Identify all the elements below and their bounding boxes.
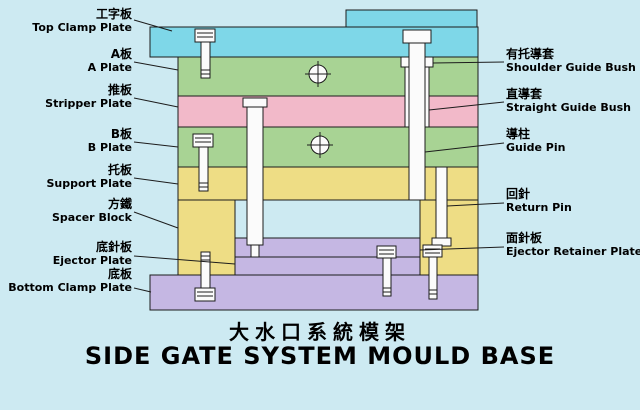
label-support-plate-en: Support Plate [46,177,132,190]
label-ejector-retainer-plate: 面針板 Ejector Retainer Plate [506,231,640,259]
label-b-plate: B板 B Plate [87,127,132,155]
label-return-pin-en: Return Pin [506,201,572,214]
label-a-plate-en: A Plate [87,61,132,74]
label-stripper-plate-cn: 推板 [107,83,132,97]
leader-guide-pin [424,142,505,153]
top-step-plate-shape [345,9,478,28]
label-bottom-clamp-plate-en: Bottom Clamp Plate [8,281,132,294]
label-ejector-plate-cn: 底針板 [95,240,132,254]
label-stripper-plate-en: Stripper Plate [45,97,132,110]
diagram-title-chinese: 大水口系統模架 [229,320,411,344]
label-bottom-clamp-plate: 底板 Bottom Clamp Plate [8,267,132,295]
label-straight-guide-bush: 直導套 Straight Guide Bush [506,87,631,115]
label-top-clamp-plate-cn: 工字板 [95,7,132,21]
label-spacer-block-en: Spacer Block [51,211,132,224]
label-top-clamp-plate-en: Top Clamp Plate [32,21,132,34]
leader-shoulder-guide-bush [432,61,505,64]
diagram-title-english: SIDE GATE SYSTEM MOULD BASE [84,342,556,370]
center-column-tip-shape [250,244,260,258]
label-guide-pin-cn: 導柱 [506,127,531,141]
label-a-plate: A板 A Plate [87,47,132,75]
label-ejector-retainer-plate-en: Ejector Retainer Plate [506,245,640,258]
label-straight-guide-bush-en: Straight Guide Bush [506,101,631,114]
screw-bottom-right [422,244,443,300]
label-ejector-retainer-plate-cn: 面針板 [506,231,543,245]
guide-pin-shaft-shape [408,42,426,201]
leader-straight-guide-bush [428,101,505,111]
label-guide-pin: 導柱 Guide Pin [506,127,566,155]
leader-bottom-clamp-plate [133,287,152,293]
label-top-clamp-plate: 工字板 Top Clamp Plate [32,7,132,35]
label-spacer-block-cn: 方鐵 [107,197,132,211]
leader-support-plate [133,177,179,185]
label-support-plate: 托板 Support Plate [46,163,132,191]
label-spacer-block: 方鐵 Spacer Block [51,197,132,225]
label-shoulder-guide-bush-cn: 有托導套 [506,47,555,61]
leader-ejector-plate [133,255,236,265]
support-plate-shape [177,166,479,201]
leader-stripper-plate [133,97,179,108]
label-stripper-plate: 推板 Stripper Plate [45,83,132,111]
center-column-shaft-shape [246,106,264,246]
leader-return-pin [446,202,505,207]
leader-spacer-block [133,211,179,229]
leader-b-plate [133,141,179,148]
label-ejector-plate: 底針板 Ejector Plate [52,240,132,268]
center-column-head-shape [242,97,268,108]
label-ejector-plate-en: Ejector Plate [52,254,132,267]
return-pin-shape [435,166,448,241]
screw-ejector-plate [376,245,397,297]
ejector-plate-shape [234,256,421,276]
stripper-plate-shape [177,95,479,128]
leader-ejector-retainer-plate [419,246,505,251]
screw-top-left [194,28,216,79]
screw-mid-left [192,133,214,192]
leader-a-plate [133,61,179,71]
label-bottom-clamp-plate-cn: 底板 [107,267,132,281]
label-shoulder-guide-bush-en: Shoulder Guide Bush [506,61,636,74]
screw-bottom-left [194,251,216,302]
section-symbol-a-plate [305,61,331,87]
guide-pin-head-shape [402,29,432,44]
label-return-pin-cn: 回針 [506,187,531,201]
label-a-plate-cn: A板 [110,47,132,61]
leader-lines [133,19,505,293]
label-guide-pin-en: Guide Pin [506,141,566,154]
label-return-pin: 回針 Return Pin [506,187,572,215]
leader-top-clamp-plate [133,19,173,32]
label-straight-guide-bush-cn: 直導套 [506,87,543,101]
label-b-plate-en: B Plate [87,141,132,154]
label-b-plate-cn: B板 [110,127,132,141]
label-support-plate-cn: 托板 [107,163,132,177]
section-symbol-b-plate [307,132,333,158]
label-shoulder-guide-bush: 有托導套 Shoulder Guide Bush [506,47,636,75]
